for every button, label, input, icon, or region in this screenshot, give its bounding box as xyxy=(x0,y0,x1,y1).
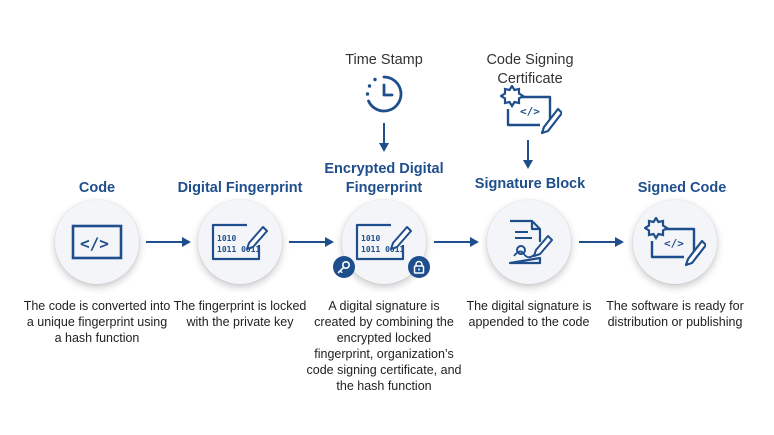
svg-text:1010: 1010 xyxy=(217,234,236,243)
step-title-code: Code xyxy=(78,180,116,196)
certificate-arrow xyxy=(522,140,534,170)
svg-text:1011 0011: 1011 0011 xyxy=(361,245,405,254)
code-window-icon: </> xyxy=(71,224,123,260)
step-circle-digital-fingerprint: 1010 1011 0011 xyxy=(198,200,282,284)
step-title-signed-code: Signed Code xyxy=(637,180,727,196)
step-circle-signature-block xyxy=(487,200,571,284)
flow-arrow-3 xyxy=(434,236,480,248)
svg-text:</>: </> xyxy=(520,105,540,118)
flow-arrow-4 xyxy=(579,236,625,248)
lock-badge xyxy=(408,256,430,278)
certificate-code-icon: </> xyxy=(500,85,562,135)
svg-text:1011 0011: 1011 0011 xyxy=(217,245,261,254)
step-title-signature-block: Signature Block xyxy=(474,176,586,192)
svg-text:1010: 1010 xyxy=(361,234,380,243)
certificate-code-icon: </> xyxy=(644,217,706,267)
svg-text:</>: </> xyxy=(80,234,109,253)
time-stamp-label: Time Stamp xyxy=(345,52,423,68)
step-circle-signed-code: </> xyxy=(633,200,717,284)
step-description-signature-block: The digital signature is appended to the… xyxy=(466,299,592,329)
step-description-digital-fingerprint: The fingerprint is locked with the priva… xyxy=(173,299,307,329)
step-title-digital-fingerprint: Digital Fingerprint xyxy=(177,180,303,196)
svg-text:</>: </> xyxy=(664,237,684,250)
step-description-signed-code: The software is ready for distribution o… xyxy=(606,299,744,329)
binary-edit-icon: 1010 1011 0011 xyxy=(355,223,412,261)
flow-arrow-1 xyxy=(146,236,192,248)
step-description-encrypted-digital-fingerprint: A digital signature is created by combin… xyxy=(306,299,462,393)
code-signing-certificate-label: Code Signing Certificate xyxy=(486,52,574,87)
private-key-badge xyxy=(333,256,355,278)
step-circle-code: </> xyxy=(55,200,139,284)
signed-document-icon xyxy=(508,219,553,265)
time-stamp-arrow xyxy=(378,123,390,153)
binary-edit-icon: 1010 1011 0011 xyxy=(211,223,268,261)
lock-icon xyxy=(413,260,425,274)
step-title-encrypted-digital-fingerprint: Encrypted Digital Fingerprint xyxy=(324,161,444,196)
step-description-code: The code is converted into a unique fing… xyxy=(23,299,171,345)
key-icon xyxy=(337,260,351,274)
flow-arrow-2 xyxy=(289,236,335,248)
clock-icon xyxy=(363,73,405,115)
